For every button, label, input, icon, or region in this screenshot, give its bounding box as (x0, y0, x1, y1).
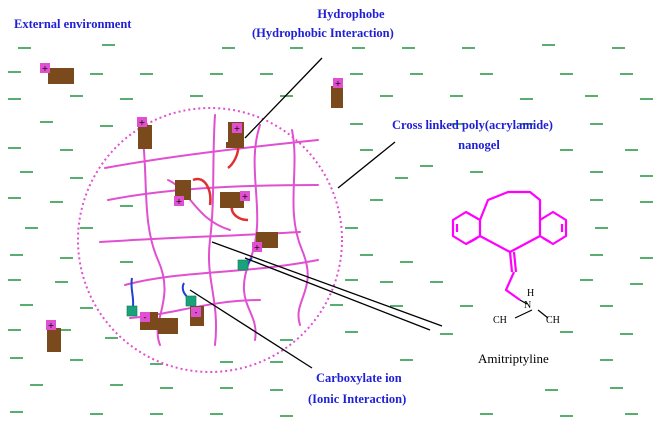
plus-icon: + (254, 243, 261, 252)
hydrophobe-label: Hydrophobe (317, 7, 385, 21)
atom-h-label: H (527, 288, 535, 299)
plus-icon: + (335, 79, 342, 88)
ionic-interaction-label: (Ionic Interaction) (308, 392, 407, 406)
drug-block-icon: + (174, 180, 191, 206)
amitriptyline-structure (451, 190, 568, 301)
drug-block-icon: - (190, 306, 204, 326)
water-dashes (8, 44, 653, 417)
minus-icon: - (144, 313, 147, 322)
plus-icon: + (234, 124, 241, 133)
drug-block-icon: + (331, 78, 343, 108)
plus-icon: + (139, 118, 146, 127)
drug-block-icon (158, 318, 178, 334)
nanogel-boundary (77, 107, 343, 373)
drug-block-icon: - (140, 312, 158, 330)
carboxylate-square (126, 305, 138, 317)
plus-icon: + (42, 64, 49, 73)
methyl-left-label: CH (493, 315, 507, 326)
nanogel-label-2: nanogel (458, 138, 500, 152)
atom-n-label: N (524, 300, 532, 311)
drug-block-icon: + (46, 320, 61, 352)
drug-block-icon: + (252, 232, 278, 252)
carboxylate-groups (126, 259, 249, 317)
minus-icon: - (195, 308, 198, 317)
external-environment-label: External environment (14, 17, 132, 31)
plus-icon: + (242, 192, 249, 201)
carboxylate-square (237, 259, 249, 271)
drug-molecules: + + + + + + + - - + (40, 63, 343, 352)
drug-block-icon: + (220, 191, 250, 208)
hydrophobic-interaction-label: (Hydrophobic Interaction) (252, 26, 394, 40)
plus-icon: + (176, 197, 183, 206)
plus-icon: + (48, 321, 55, 330)
amine-group (514, 299, 549, 319)
carboxylate-ion-label: Carboxylate ion (316, 371, 402, 385)
drug-block-icon: + (137, 117, 152, 149)
drug-block-icon: + (40, 63, 74, 84)
nanogel-label: Cross linked poly(acrylamide) (392, 118, 553, 132)
leader-lines (189, 57, 443, 369)
methyl-right-label: CH (546, 315, 560, 326)
drug-name-label: Amitriptyline (478, 351, 549, 366)
drug-block-icon: + (228, 122, 244, 148)
drug-block-icon (226, 142, 232, 148)
carboxylate-square (185, 295, 197, 307)
